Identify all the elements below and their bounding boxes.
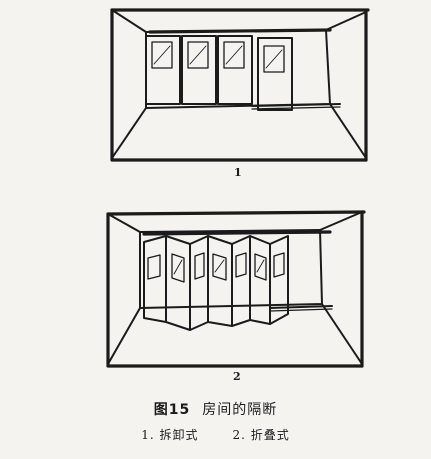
- figure-title: 房间的隔断: [202, 402, 278, 418]
- removable-panels: [145, 35, 293, 111]
- legend-item-1: 1. 拆卸式: [141, 428, 199, 442]
- figure-caption: 图15 房间的隔断 1. 拆卸式 2. 折叠式: [0, 400, 431, 444]
- figure-number: 图15: [153, 402, 191, 418]
- caption-legend-line: 1. 拆卸式 2. 折叠式: [0, 426, 431, 444]
- panel-2-room-drawing: 2: [106, 210, 366, 383]
- folding-panels: [143, 235, 289, 331]
- panel-1-number: 1: [234, 166, 242, 179]
- legend-item-2: 2. 折叠式: [232, 428, 290, 442]
- panel-2-number: 2: [233, 370, 241, 383]
- caption-title-line: 图15 房间的隔断: [0, 400, 431, 420]
- panel-1-room-drawing: 1: [110, 8, 370, 179]
